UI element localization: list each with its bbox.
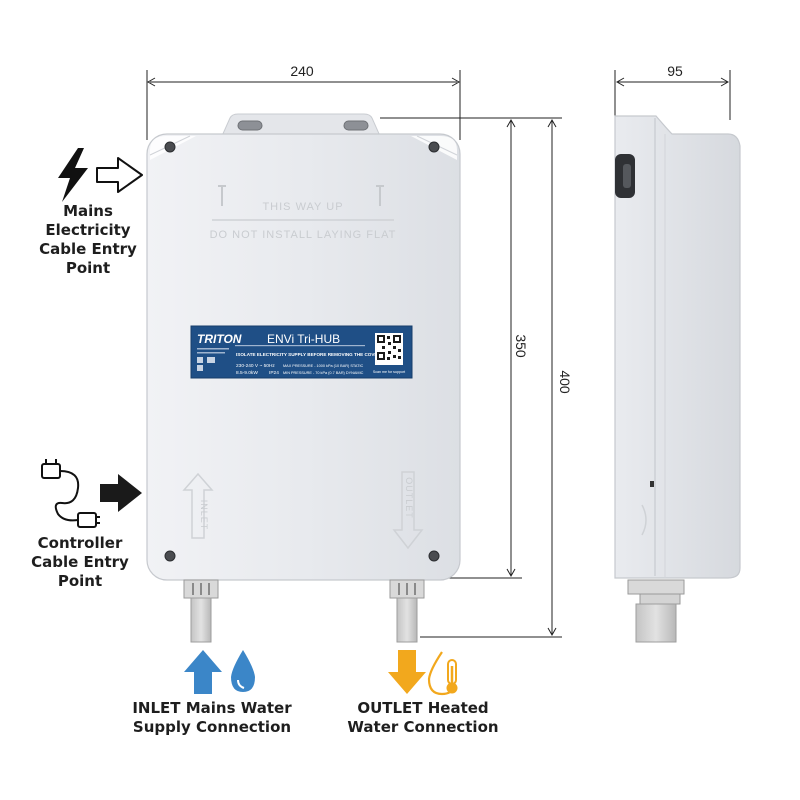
inlet-callout: INLET Mains Water Supply Connection [132,699,292,736]
enclosure-side [614,115,741,643]
inlet-embossed-text: INLET [199,500,209,531]
tab-slot-left [237,120,263,131]
outlet-pipe [389,579,425,643]
outlet-embossed-text: OUTLET [404,477,414,519]
screw-bottom-right [428,550,440,562]
water-drop-icon [231,650,255,692]
rating-plate: TRITON ENVi Tri-HUB ISOLATE ELECTRICITY … [190,325,413,379]
plate-brand: TRITON [197,332,242,346]
outlet-embossed-arrow [392,471,424,550]
tab-slot-right [343,120,369,131]
plate-power: 8.5-9.0kW [236,370,258,376]
mains-callout: Mains Electricity Cable Entry Point [39,202,137,277]
this-way-up-text: THIS WAY UP [262,201,343,213]
plate-scan-text: Scan me for support [373,370,405,374]
thermometer-drop-icon [427,651,458,696]
plate-min-pressure: MIN PRESSURE - 70 kPa (0.7 BAR) DYNAMIC [283,371,364,375]
body-height-label: 350 [513,334,529,358]
total-height-label: 400 [557,370,573,394]
screw-top-left [164,141,176,153]
depth-label: 95 [667,63,683,79]
outlet-down-arrow [388,650,426,694]
inlet-pipe [183,579,219,643]
screw-bottom-left [164,550,176,562]
plate-supply: 230-240 V ~ 50Hz [236,363,275,369]
hanging-tab [221,113,381,137]
inlet-embossed-arrow [182,472,214,539]
controller-entry-arrow [100,474,142,512]
do-not-lay-flat-text: DO NOT INSTALL LAYING FLAT [210,229,397,241]
mains-entry-arrow [96,157,143,193]
dimension-depth [614,70,731,120]
plate-product: ENVi Tri-HUB [267,332,340,346]
plate-warning: ISOLATE ELECTRICITY SUPPLY BEFORE REMOVI… [236,352,381,357]
screw-top-right [428,141,440,153]
outlet-callout: OUTLET Heated Water Connection [347,699,499,736]
lightning-icon [58,148,88,202]
plate-ip: IP24 [269,370,279,376]
width-label: 240 [290,63,314,79]
controller-callout: Controller Cable Entry Point [31,534,129,590]
inlet-up-arrow [184,650,222,694]
dimension-total-height [380,117,562,638]
dimension-width [146,70,461,140]
plate-max-pressure: MAX PRESSURE - 1000 kPa (10 BAR) STATIC [283,364,364,368]
plug-cable-icon [41,459,100,528]
